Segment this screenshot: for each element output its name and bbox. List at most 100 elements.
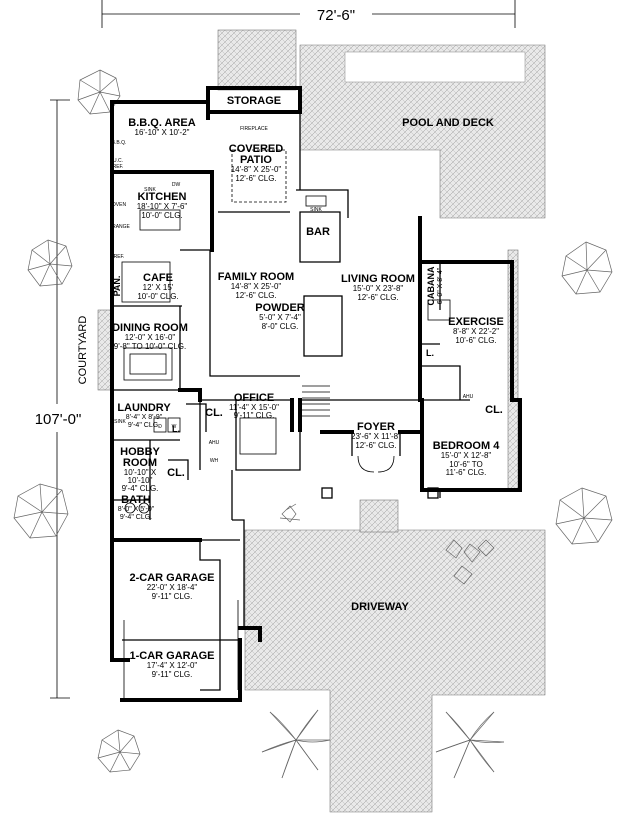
patio-clg: 12'-6" CLG. [235,174,276,183]
living-dims: 15'-0" X 23'-8" [353,284,404,293]
pool-name: POOL AND DECK [402,117,494,129]
tree-icon [97,729,141,773]
cafe-dims: 12' X 15' [143,283,174,292]
hobby-clg: 9'-4" CLG. [122,484,159,493]
exercise-l-label: L. [426,348,434,358]
office-name: OFFICE [234,392,274,404]
garage1-name: 1-CAR GARAGE [130,650,215,662]
bath-name: BATH [121,494,151,506]
office-clg: 9'-11" CLG. [234,411,275,420]
dw-label: DW [172,182,181,188]
dimension-labels: 72'-6" 107'-0" [35,7,355,428]
kitchen-name: KITCHEN [138,191,187,203]
laundry-dims: 8'-4" X 8'-9" [126,414,163,421]
wh-label: WH [210,458,219,464]
storage-name: STORAGE [227,95,281,107]
hobby-dims2: 10'-10" [128,476,153,485]
range-label: RANGE [112,224,130,230]
living-name: LIVING ROOM [341,273,415,285]
outdoor-hatch [97,29,546,813]
foyer-clg: 12'-6" CLG. [355,441,396,450]
powder-dims: 5'-0" X 7'-4" [259,313,301,322]
courtyard-name: COURTYARD [77,316,89,385]
living-clg: 12'-6" CLG. [357,293,398,302]
fireplace-label: FIREPLACE [240,126,268,132]
bath-clg: 9'-4" CLG. [120,514,152,521]
uc-ref-label-2: REF. [113,164,124,170]
powder-clg: 8'-0" CLG. [262,322,299,331]
laundry-name: LAUNDRY [117,402,171,414]
foyer-name: FOYER [357,421,395,433]
overall-depth-label: 107'-0" [35,411,82,428]
garage1-dims: 17'-4" X 12'-0" [147,661,198,670]
exercise-clg: 10'-6" CLG. [455,336,496,345]
kitchen-dims: 18'-10" X 7'-6" [137,202,188,211]
tree-icon [27,239,73,287]
powder-name: POWDER [255,302,305,314]
bedroom4-clg2: 11'-6" CLG. [446,468,487,477]
oven-label: OVEN [112,202,127,208]
driveway-name: DRIVEWAY [351,601,409,613]
bedroom4-name: BEDROOM 4 [433,440,501,452]
fixtures [121,149,451,698]
small-labels: PAN. CL. CL. CL. L. L. AHU WH AHU FIREPL… [112,126,503,479]
garage2-dims: 22'-0" X 18'-4" [147,583,198,592]
landscaping [13,69,613,779]
walls [110,86,522,702]
ahu-label-bedroom: AHU [463,394,474,400]
patio-name-2: PATIO [240,154,272,166]
dryer-label: D [158,424,162,430]
cabana-dims: 6'-0" X 8'-4" [437,267,444,304]
dining-clg: 9'-8" TO 10'-0" CLG. [114,342,186,351]
kitchen-sink-label: SINK [144,187,156,193]
laundry-closet-label: CL. [205,407,223,419]
bar-sink-label: SINK [310,207,322,213]
washer-label: W [172,424,177,430]
patio-name-1: COVERED [229,143,283,155]
exercise-name: EXERCISE [448,316,504,328]
bbq-name: B.B.Q. AREA [128,117,195,129]
hobby-name-1: HOBBY [120,446,160,458]
cabana-name: CABANA [426,266,436,305]
exercise-dims: 8'-8" X 22'-2" [453,327,499,336]
dining-dims: 12'-0" X 16'-0" [125,333,176,342]
hobby-dims: 10'-10" X [124,468,157,477]
bedroom4-clg: 10'-6" TO [449,460,482,469]
family-clg: 12'-6" CLG. [235,291,276,300]
uc-ref-label-1: U.C. [113,158,123,164]
bar-name: BAR [306,226,330,238]
hobby-closet-label: CL. [167,467,185,479]
dimension-lines [28,0,516,699]
hobby-name-2: ROOM [123,457,157,469]
tree-icon [561,241,613,295]
cafe-name: CAFE [143,272,173,284]
room-labels: STORAGE B.B.Q. AREA 16'-10" X 10'-2" COV… [77,95,504,679]
cafe-clg: 10'-0" CLG. [137,292,178,301]
garage2-clg: 9'-11" CLG. [152,592,193,601]
dining-name: DINING ROOM [112,322,188,334]
overall-width-label: 72'-6" [317,7,355,24]
bbq-dims: 16'-10" X 10'-2" [135,128,190,137]
family-dims: 14'-8" X 25'-0" [231,282,282,291]
palm-icon [261,709,331,779]
tree-icon [555,487,613,545]
bbq-grill-label: B.B.Q. [112,140,127,146]
tree-icon [77,69,121,115]
palm-icon [435,711,505,779]
family-name: FAMILY ROOM [218,271,294,283]
tree-icon [13,483,69,539]
bedroom4-dims: 15'-0" X 12'-8" [441,451,492,460]
laundry-clg: 9'-4" CLG. [128,422,160,429]
pantry-label: PAN. [112,276,122,297]
foyer-dims: 23'-6" X 11'-8" [351,432,401,441]
garage2-name: 2-CAR GARAGE [130,572,215,584]
patio-dims: 14'-8" X 25'-0" [231,165,282,174]
laundry-sink-label: SINK [114,419,126,425]
office-dims: 11'-4" X 15'-0" [229,403,279,412]
bedroom-closet-label: CL. [485,404,503,416]
ref-label: REF. [114,254,125,260]
kitchen-clg: 10'-0" CLG. [141,211,182,220]
laundry-l-label: L. [172,424,180,434]
bath-dims: 8'-0" X 5'-0" [118,506,155,513]
